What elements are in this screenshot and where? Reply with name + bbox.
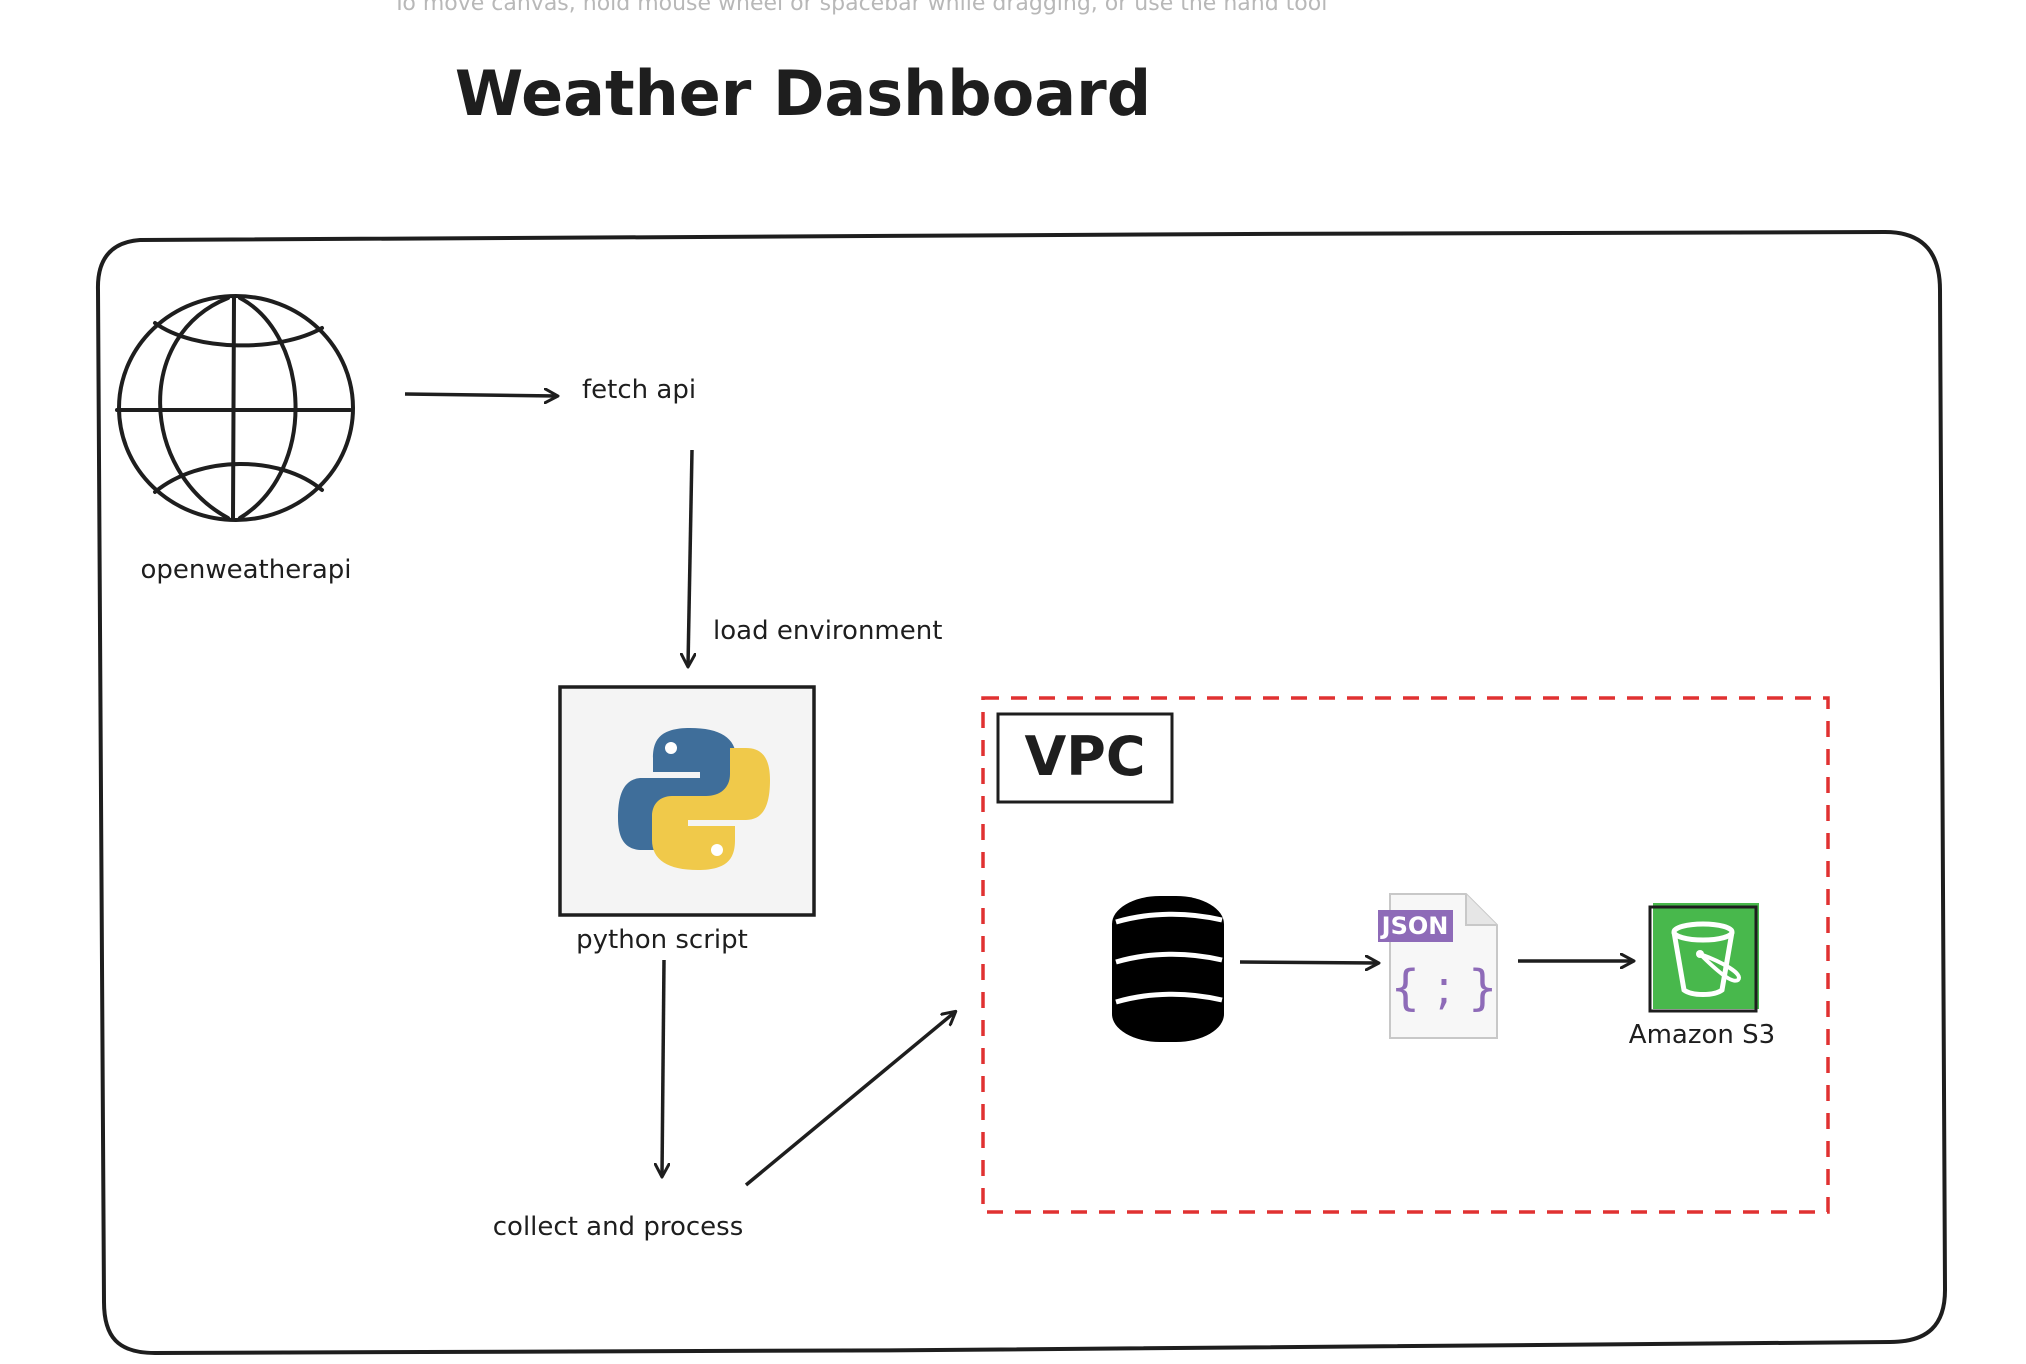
load-environment-label: load environment [713,616,942,646]
arrow-collect-to-vpc[interactable] [744,1012,955,1187]
vpc-label: VPC [1025,725,1146,788]
outer-container[interactable] [95,229,1948,1356]
python-script-label: python script [576,925,748,955]
arrow-python-to-collect[interactable] [662,959,664,1176]
database-icon[interactable] [1112,896,1224,1042]
amazon-s3-icon[interactable] [1648,903,1759,1013]
python-script-node[interactable] [558,685,816,917]
json-badge [1378,910,1453,942]
python-logo-icon [618,728,770,870]
diagram-title: Weather Dashboard [455,57,1151,130]
globe-icon[interactable] [115,294,355,522]
json-braces-text: { ; } [1390,960,1498,1016]
vpc-label-box[interactable] [996,712,1174,804]
arrow-fetch-to-python[interactable] [688,449,692,666]
globe-label: openweatherapi [140,555,351,585]
canvas-hint-text: To move canvas, hold mouse wheel or spac… [392,0,1328,16]
arrow-db-to-json[interactable] [1239,962,1378,963]
amazon-s3-label: Amazon S3 [1629,1020,1775,1050]
arrow-globe-to-fetch[interactable] [404,394,557,396]
json-badge-text: JSON [1380,912,1449,940]
fetch-api-label: fetch api [582,375,696,405]
collect-process-label: collect and process [493,1212,744,1242]
vpc-container[interactable] [981,696,1830,1214]
json-file-icon[interactable]: JSON { ; } [1378,893,1498,1039]
